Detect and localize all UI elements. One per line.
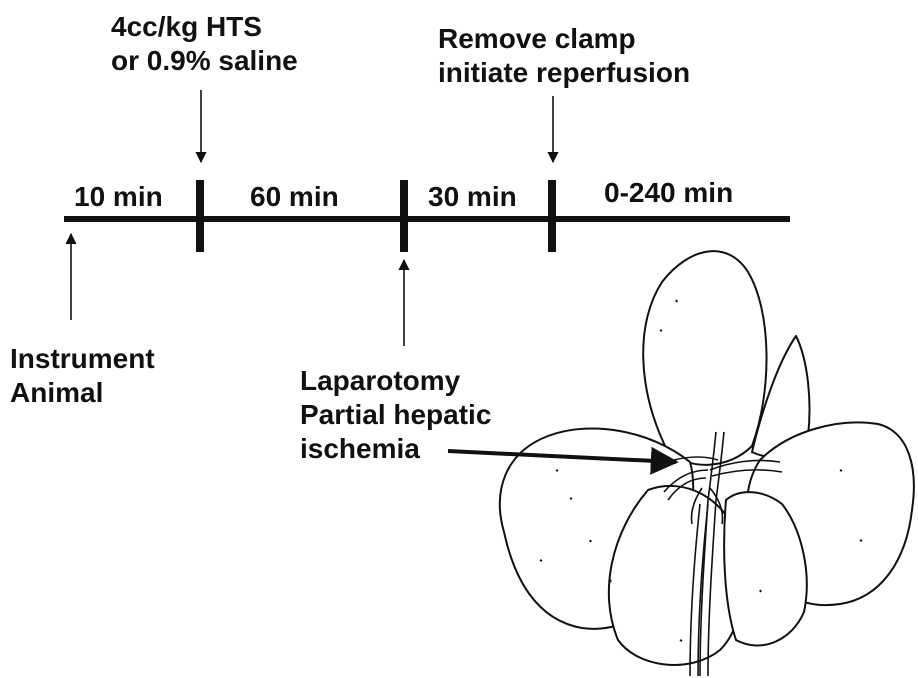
divider-treatment bbox=[196, 180, 204, 252]
laparotomy-label: Laparotomy Partial hepatic ischemia bbox=[300, 364, 491, 466]
instrument-label: Instrument Animal bbox=[10, 342, 155, 410]
divider-reperfusion bbox=[548, 180, 556, 252]
reperfusion-label: Remove clamp initiate reperfusion bbox=[438, 22, 690, 90]
segment-label-4: 0-240 min bbox=[604, 176, 733, 210]
segment-label-2: 60 min bbox=[250, 180, 339, 214]
treatment-label: 4cc/kg HTS or 0.9% saline bbox=[111, 10, 298, 78]
segment-label-3: 30 min bbox=[428, 180, 517, 214]
segment-label-1: 10 min bbox=[74, 180, 163, 214]
divider-laparotomy bbox=[400, 180, 408, 252]
